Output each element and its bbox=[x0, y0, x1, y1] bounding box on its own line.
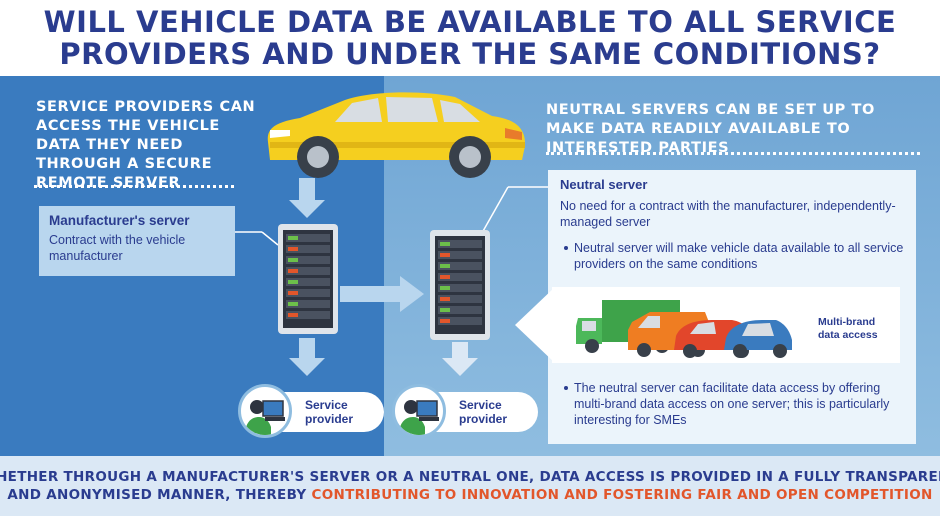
title-bar: WILL VEHICLE DATA BE AVAILABLE TO ALL SE… bbox=[0, 0, 940, 76]
page-title-line-1: WILL VEHICLE DATA BE AVAILABLE TO ALL SE… bbox=[43, 5, 897, 39]
service-provider-icon bbox=[392, 384, 446, 438]
bullet-dot bbox=[564, 386, 568, 390]
neutral-server-title: Neutral server bbox=[560, 177, 648, 192]
car-icon bbox=[267, 92, 526, 178]
service-provider-icon bbox=[238, 384, 292, 438]
manufacturer-server-text: Contract with the vehicle manufacturer bbox=[49, 233, 186, 263]
footer-line-2-plain: AND ANONYMISED MANNER, THEREBY bbox=[7, 487, 312, 503]
arrow-icon bbox=[340, 276, 424, 312]
manufacturer-server-title: Manufacturer's server bbox=[49, 213, 190, 228]
multibrand-pointer bbox=[515, 287, 555, 363]
multibrand-label: Multi-brand data access bbox=[818, 316, 878, 341]
neutral-server-bullet-1-text: Neutral server will make vehicle data av… bbox=[574, 241, 904, 271]
page-title-line-2: PROVIDERS AND UNDER THE SAME CONDITIONS? bbox=[59, 37, 881, 71]
neutral-server-bullet-1: Neutral server will make vehicle data av… bbox=[560, 240, 910, 272]
connector-line bbox=[261, 231, 279, 246]
footer-line-1: WHETHER THROUGH A MANUFACTURER'S SERVER … bbox=[0, 469, 940, 485]
service-provider-label-right: Service provider bbox=[459, 398, 508, 426]
arrow-icon bbox=[442, 342, 478, 376]
manufacturer-server-box: Manufacturer's server Contract with the … bbox=[39, 206, 235, 276]
footer: WHETHER THROUGH A MANUFACTURER'S SERVER … bbox=[0, 456, 940, 516]
neutral-server-bullet-2-text: The neutral server can facilitate data a… bbox=[574, 381, 890, 427]
arrow-icon bbox=[289, 338, 325, 376]
arrow-icon bbox=[289, 178, 325, 218]
right-divider bbox=[546, 152, 920, 155]
right-heading: NEUTRAL SERVERS CAN BE SET UP TO MAKE DA… bbox=[546, 102, 875, 156]
server-icon bbox=[278, 224, 338, 334]
footer-highlight: CONTRIBUTING TO INNOVATION AND FOSTERING… bbox=[311, 487, 933, 503]
server-icon bbox=[430, 230, 490, 340]
bullet-dot bbox=[564, 246, 568, 250]
vehicle-fleet-icon bbox=[576, 300, 792, 358]
neutral-server-text: No need for a contract with the manufact… bbox=[560, 199, 896, 229]
left-divider bbox=[34, 185, 234, 188]
footer-line-2: AND ANONYMISED MANNER, THEREBY CONTRIBUT… bbox=[7, 486, 932, 504]
service-provider-label-left: Service provider bbox=[305, 398, 354, 426]
neutral-server-bullet-2: The neutral server can facilitate data a… bbox=[560, 380, 910, 428]
